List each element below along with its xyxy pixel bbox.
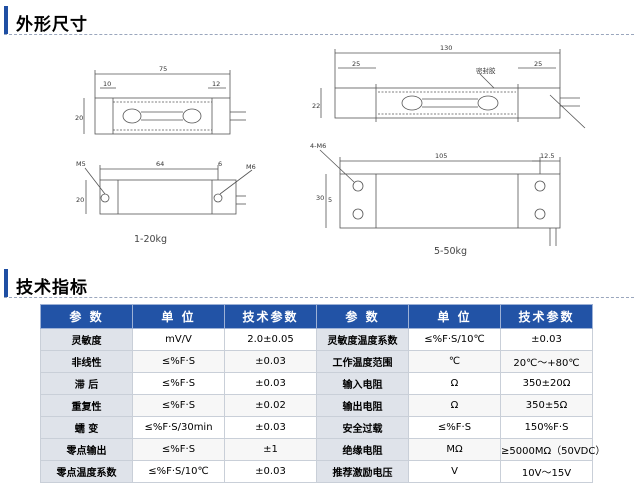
section-marker [4,6,8,34]
spec-table-header: 参 数 单 位 技术参数 参 数 单 位 技术参数 [40,304,593,329]
param-name-cell: 输出电阻 [316,394,409,417]
unit-cell: ≤%F·S [408,416,501,439]
param-name-cell: 零点输出 [40,438,133,461]
value-cell: ±0.03 [224,460,317,483]
param-name-cell: 非线性 [40,350,133,373]
unit-cell: ≤%F·S/10℃ [408,328,501,351]
dim-large-note: 密封胶 [476,66,496,75]
param-name-cell: 滞 后 [40,372,133,395]
param-name-cell: 输入电阻 [316,372,409,395]
large-cell-top-view [319,149,561,246]
unit-cell: ≤%F·S [132,372,225,395]
section-marker [4,269,8,297]
value-cell: 150%F·S [500,416,593,439]
dim-large-height: 22 [312,102,320,110]
value-cell: 350±20Ω [500,372,593,395]
small-cell-side-view [83,70,246,135]
param-name-cell: 安全过载 [316,416,409,439]
param-name-cell: 灵敏度温度系数 [316,328,409,351]
dim-large-length: 105 [435,152,447,160]
header-unit: 单 位 [408,304,501,329]
section-title: 技术指标 [16,278,88,298]
unit-cell: ≤%F·S [132,438,225,461]
dim-large-height-b: 30 [316,194,324,202]
unit-cell: ≤%F·S [132,350,225,373]
dim-small-height-b: 20 [76,196,84,204]
unit-cell: MΩ [408,438,501,461]
value-cell: ±0.03 [224,416,317,439]
dim-large-overall: 130 [440,44,452,52]
header-value: 技术参数 [224,304,317,329]
dimension-drawing: 75 10 12 20 64 6 M5 M6 20 130 25 25 22 密… [75,44,586,257]
caption-small-range: 1-20kg [134,234,167,245]
value-cell: 20℃～+80℃ [500,350,593,373]
dim-small-right: 12 [212,80,220,88]
dim-small-overall: 75 [159,65,167,73]
param-name-cell: 灵敏度 [40,328,133,351]
param-name-cell: 重复性 [40,394,133,417]
unit-cell: Ω [408,372,501,395]
value-cell: ±1 [224,438,317,461]
dim-small-hole-left: M5 [76,160,86,168]
dim-small-right-b: 6 [218,160,222,168]
section-header-dimensions: 外形尺寸 [4,6,634,35]
value-cell: ±0.03 [500,328,593,351]
unit-cell: ≤%F·S/30min [132,416,225,439]
header-value: 技术参数 [500,304,593,329]
dim-small-left: 10 [103,80,111,88]
unit-cell: V [408,460,501,483]
large-cell-side-view [320,49,586,129]
unit-cell: ≤%F·S/10℃ [132,460,225,483]
unit-cell: ℃ [408,350,501,373]
unit-cell: Ω [408,394,501,417]
dim-small-hole-right: M6 [246,163,256,171]
value-cell: 350±5Ω [500,394,593,417]
caption-large-range: 5-50kg [434,246,467,257]
dim-large-pitch: 5 [328,196,332,204]
unit-cell: ≤%F·S [132,394,225,417]
value-cell: 2.0±0.05 [224,328,317,351]
small-cell-top-view [84,165,253,215]
section-divider [4,34,634,35]
unit-cell: mV/V [132,328,225,351]
param-name-cell: 零点温度系数 [40,460,133,483]
param-name-cell: 绝缘电阻 [316,438,409,461]
section-title: 外形尺寸 [16,15,88,35]
param-name-cell: 工作温度范围 [316,350,409,373]
param-name-cell: 推荐激励电压 [316,460,409,483]
section-divider [4,297,634,298]
value-cell: ±0.03 [224,350,317,373]
param-name-cell: 蠕 变 [40,416,133,439]
dim-small-length: 64 [156,160,164,168]
dim-large-holes: 4-M6 [310,142,326,150]
value-cell: 10V～15V [500,460,593,483]
section-header-specs: 技术指标 [4,269,634,298]
dim-large-right-b: 12.5 [540,152,554,160]
value-cell: ≥5000MΩ（50VDC） [500,438,605,461]
dim-large-left: 25 [352,60,360,68]
value-cell: ±0.03 [224,372,317,395]
header-unit: 单 位 [132,304,225,329]
value-cell: ±0.02 [224,394,317,417]
header-param: 参 数 [40,304,133,329]
dim-small-height: 20 [75,114,83,122]
header-param: 参 数 [316,304,409,329]
dim-large-right: 25 [534,60,542,68]
